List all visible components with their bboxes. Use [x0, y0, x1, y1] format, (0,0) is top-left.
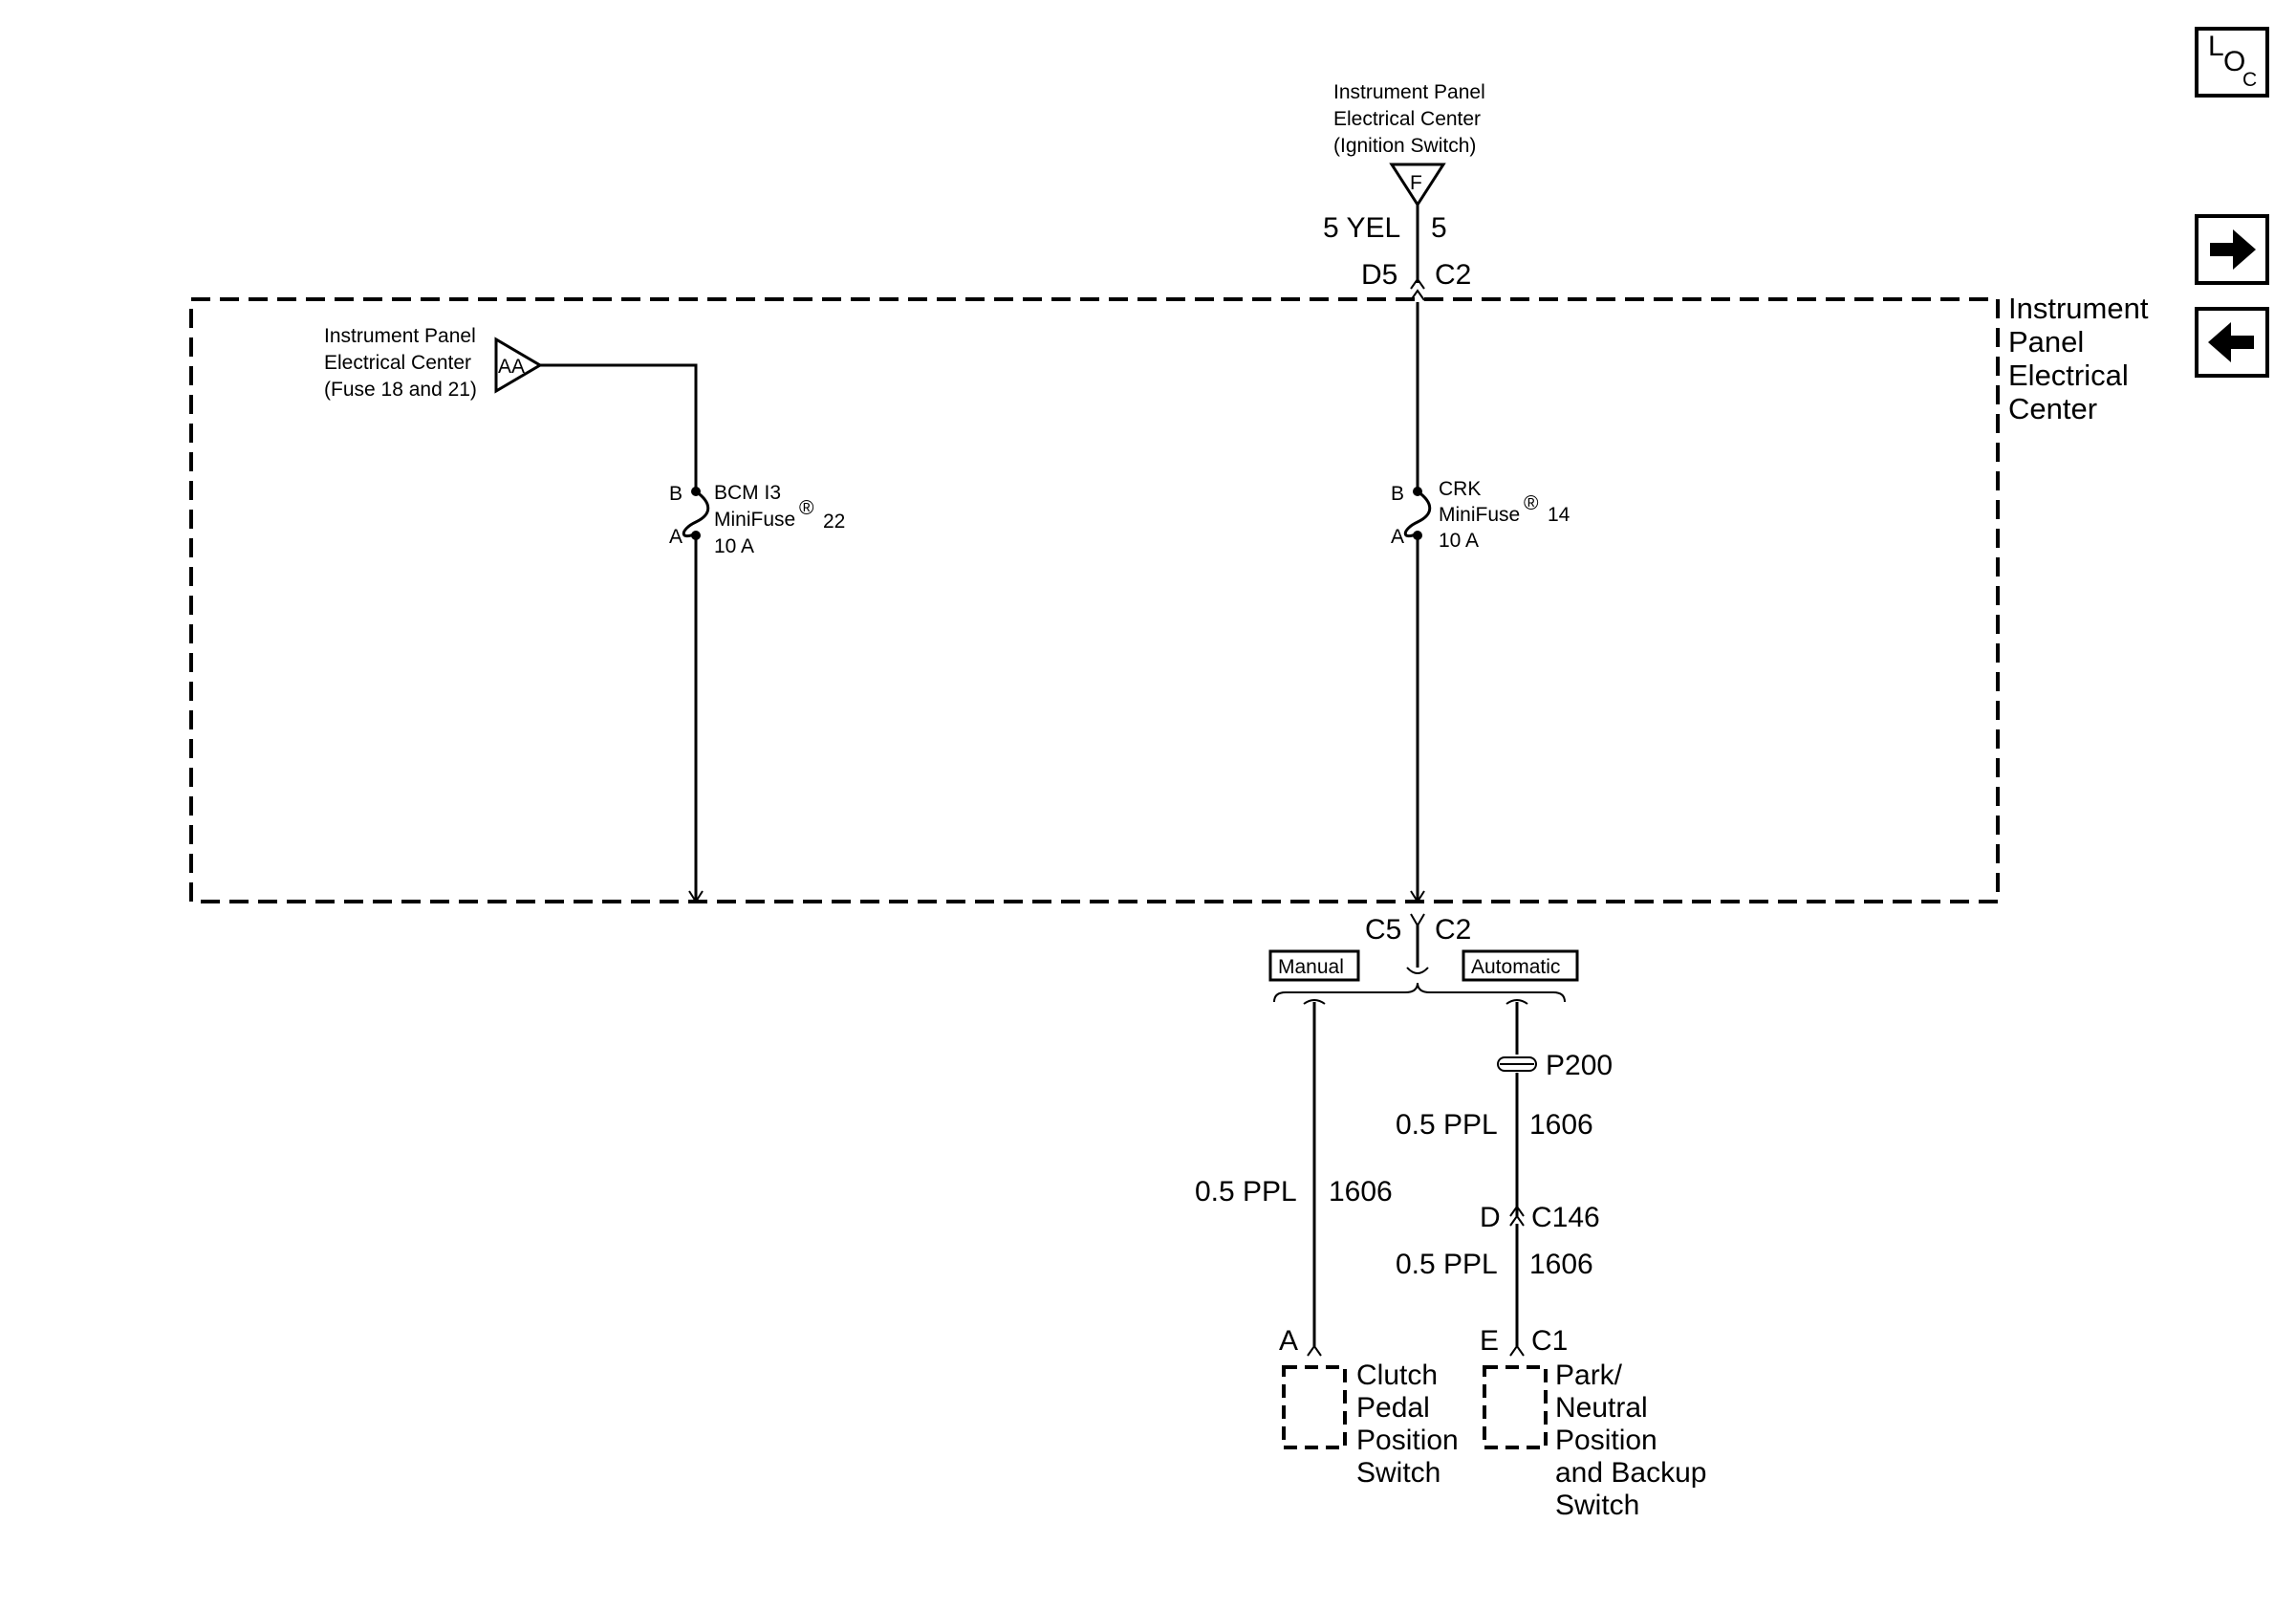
svg-text:Neutral: Neutral — [1555, 1392, 1648, 1424]
svg-text:Manual: Manual — [1278, 956, 1344, 978]
clutch-pin-arrow-icon — [1307, 1344, 1322, 1357]
fuse-source-label: Instrument Panel Electrical Center (Fuse… — [324, 325, 477, 401]
prev-page-button[interactable] — [2195, 307, 2269, 378]
loc-l-text: L — [2208, 31, 2224, 62]
svg-text:A: A — [669, 526, 682, 548]
manual-option-label: Manual — [1268, 949, 1360, 982]
svg-text:10 A: 10 A — [1439, 530, 1479, 552]
svg-text:Electrical Center: Electrical Center — [324, 352, 471, 374]
pnp-switch-pin: E — [1480, 1325, 1499, 1357]
svg-text:F: F — [1410, 172, 1422, 194]
pnp-pin-arrow-icon — [1509, 1344, 1525, 1357]
svg-text:Instrument: Instrument — [2008, 292, 2149, 325]
svg-text:B: B — [1391, 483, 1404, 505]
svg-text:Switch: Switch — [1356, 1457, 1440, 1489]
svg-text:®: ® — [799, 497, 814, 519]
svg-text:Center: Center — [2008, 392, 2097, 425]
svg-text:Automatic: Automatic — [1471, 956, 1560, 978]
svg-text:MiniFuse: MiniFuse — [1439, 504, 1520, 526]
auto-upper-wire-gauge: 0.5 PPL — [1396, 1109, 1498, 1141]
auto-lower-wire-gauge: 0.5 PPL — [1396, 1249, 1498, 1280]
c146-name: C146 — [1531, 1202, 1600, 1233]
clutch-switch-box — [1282, 1365, 1347, 1449]
bottom-conn-right: C2 — [1435, 914, 1471, 946]
c146-connector-icon — [1509, 1205, 1525, 1217]
svg-text:BCM I3: BCM I3 — [714, 482, 781, 504]
svg-text:(Fuse 18 and 21): (Fuse 18 and 21) — [324, 379, 477, 401]
svg-text:Instrument Panel: Instrument Panel — [1333, 81, 1485, 103]
ignition-wire-circuit: 5 — [1431, 212, 1447, 244]
svg-text:Panel: Panel — [2008, 325, 2084, 359]
c2-arrow-icon — [1410, 890, 1425, 903]
svg-text:A: A — [1391, 526, 1404, 548]
ignition-source-label: Instrument Panel Electrical Center (Igni… — [1333, 81, 1485, 157]
svg-text:Electrical Center: Electrical Center — [1333, 108, 1481, 130]
svg-text:Park/: Park/ — [1555, 1360, 1623, 1391]
pnp-switch-label: Park/ Neutral Position and Backup Switch — [1555, 1360, 1706, 1521]
svg-text:22: 22 — [823, 511, 845, 533]
svg-text:Instrument Panel: Instrument Panel — [324, 325, 476, 347]
ignition-conn-pin: D5 — [1361, 259, 1397, 291]
bcm-minifuse-22: B A BCM I3 MiniFuse ® 22 10 A — [669, 482, 845, 557]
fuse-source-symbol: AA — [494, 337, 543, 394]
bcm-feed-wire — [540, 363, 698, 488]
c146-pin: D — [1480, 1202, 1501, 1233]
svg-text:®: ® — [1524, 492, 1539, 514]
clutch-switch-label: Clutch Pedal Position Switch — [1356, 1360, 1459, 1489]
svg-text:MiniFuse: MiniFuse — [714, 509, 795, 531]
pnp-switch-conn: C1 — [1531, 1325, 1568, 1357]
auto-upper-wire-circuit: 1606 — [1529, 1109, 1593, 1141]
ipec-label: Instrument Panel Electrical Center — [2008, 292, 2149, 425]
loc-o-text: O — [2223, 46, 2245, 77]
clutch-switch-pin: A — [1279, 1325, 1298, 1357]
d5-connector-icon — [1410, 277, 1425, 290]
svg-text:Position: Position — [1555, 1425, 1657, 1456]
automatic-option-label: Automatic — [1462, 949, 1579, 982]
arrow-left-icon — [2208, 322, 2254, 362]
manual-wire-circuit: 1606 — [1329, 1176, 1393, 1208]
svg-text:Electrical: Electrical — [2008, 359, 2129, 392]
ignition-conn-name: C2 — [1435, 259, 1471, 291]
svg-text:(Ignition Switch): (Ignition Switch) — [1333, 135, 1476, 157]
loc-button[interactable]: L O C — [2195, 27, 2269, 98]
svg-text:CRK: CRK — [1439, 478, 1481, 500]
c5-arrow-icon — [688, 890, 704, 903]
manual-wire-gauge: 0.5 PPL — [1195, 1176, 1297, 1208]
svg-text:Switch: Switch — [1555, 1490, 1639, 1521]
ignition-wire-gauge: 5 YEL — [1323, 212, 1400, 244]
svg-text:AA: AA — [498, 356, 525, 378]
p200-splice-icon — [1497, 1056, 1537, 1072]
option-brace — [1273, 982, 1566, 1003]
crk-minifuse-14: B A CRK MiniFuse ® 14 10 A — [1391, 478, 1570, 552]
svg-text:14: 14 — [1548, 504, 1570, 526]
svg-text:Clutch: Clutch — [1356, 1360, 1438, 1391]
bottom-conn-left: C5 — [1365, 914, 1401, 946]
ignition-source-symbol: F — [1389, 163, 1446, 207]
svg-text:Pedal: Pedal — [1356, 1392, 1430, 1424]
ipec-boundary — [189, 297, 2000, 903]
svg-text:Position: Position — [1356, 1425, 1459, 1456]
svg-text:10 A: 10 A — [714, 535, 754, 557]
loc-c-text: C — [2242, 69, 2257, 91]
auto-lower-wire-circuit: 1606 — [1529, 1249, 1593, 1280]
arrow-right-icon — [2210, 229, 2256, 270]
svg-text:and Backup: and Backup — [1555, 1457, 1706, 1489]
pnp-switch-box — [1483, 1365, 1548, 1449]
p200-label: P200 — [1546, 1050, 1613, 1081]
next-page-button[interactable] — [2195, 214, 2269, 285]
svg-text:B: B — [669, 483, 682, 505]
